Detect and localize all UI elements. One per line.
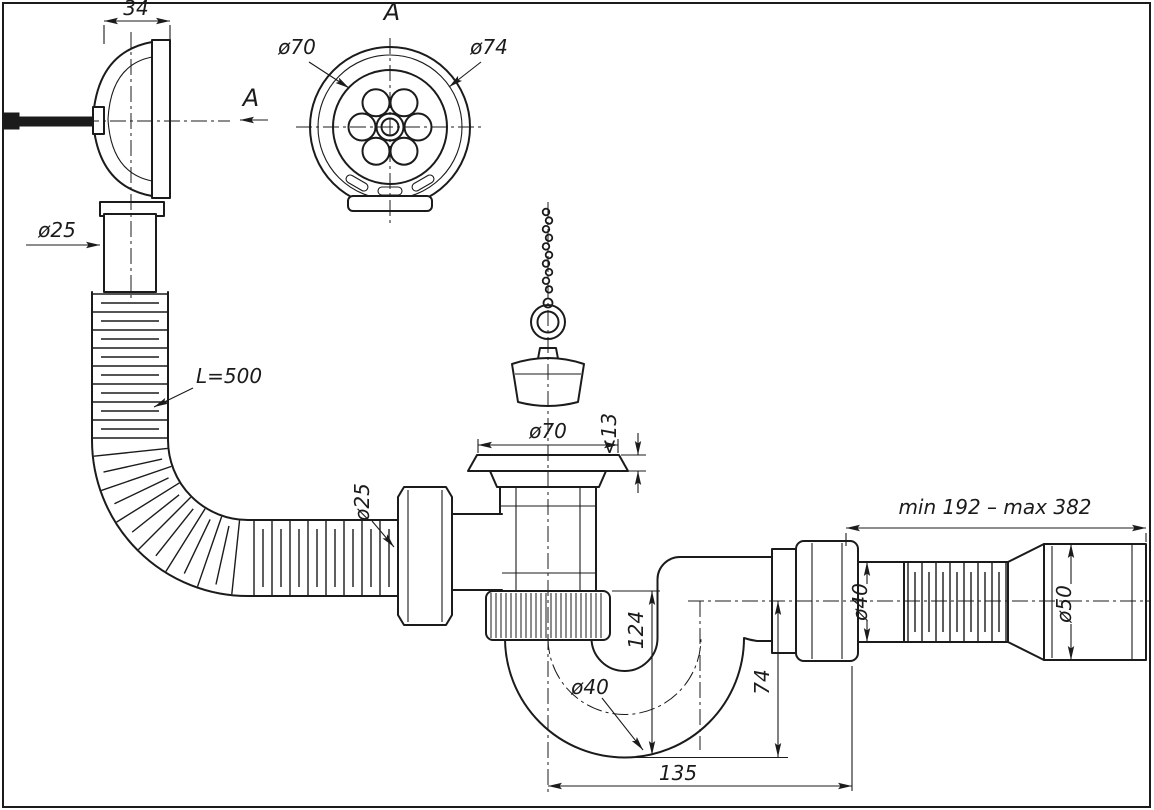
dim-outlet-drop-label: 74 bbox=[750, 669, 774, 694]
dim-flange-thickness bbox=[621, 433, 646, 493]
dim-trap-offset-label: 135 bbox=[659, 761, 697, 785]
dim-grate-inner-label: ø70 bbox=[277, 35, 316, 59]
hose-bend-ribs bbox=[93, 447, 241, 595]
centerlines bbox=[2, 32, 1150, 793]
dim-outlet-range-label: min 192 – max 382 bbox=[898, 495, 1091, 519]
view-title-label: A bbox=[382, 0, 400, 26]
dim-grate-outer-leader bbox=[448, 61, 482, 88]
dim-drain-flange bbox=[477, 439, 619, 453]
drain-waste-body bbox=[397, 454, 859, 759]
hose-outline bbox=[91, 291, 399, 597]
dim-trap-pipe-leader bbox=[601, 697, 644, 751]
overflow-outlet-pipe bbox=[103, 213, 157, 293]
hose-length-leader bbox=[153, 387, 194, 408]
outlet-cone bbox=[1007, 543, 1045, 661]
dim-outlet-drop bbox=[626, 601, 788, 759]
flexible-outlet bbox=[857, 543, 1147, 661]
outlet-corrugation-ribs bbox=[907, 563, 1007, 641]
dim-trap-offset bbox=[548, 666, 853, 791]
dim-trap-depth bbox=[612, 590, 660, 755]
dim-grate-inner-leader bbox=[308, 61, 350, 89]
dim-trap-pipe-label: ø40 bbox=[570, 675, 609, 699]
dim-drain-flange-label: ø70 bbox=[528, 419, 567, 443]
dim-outlet-range bbox=[845, 524, 1147, 546]
outlet-end-piece bbox=[1043, 543, 1147, 661]
dim-grate-outer-label: ø74 bbox=[469, 35, 508, 59]
dim-hose-nut-label: ø25 bbox=[350, 483, 374, 522]
dim-outlet-pipe-label: ø40 bbox=[848, 583, 872, 622]
view-arrow-label: A bbox=[241, 84, 259, 112]
hose-length-label: L=500 bbox=[196, 364, 262, 388]
knurled-nut-ribs bbox=[490, 593, 602, 638]
dim-overflow-pipe-label: ø25 bbox=[37, 218, 76, 242]
overflow-face-plate bbox=[151, 39, 171, 199]
hose-union-nut bbox=[397, 486, 453, 626]
dim-cap-depth-label: 34 bbox=[123, 0, 148, 20]
dim-outlet-end-label: ø50 bbox=[1052, 585, 1076, 624]
hose-vertical-ribs bbox=[92, 293, 168, 439]
overflow-elbow bbox=[3, 39, 171, 293]
side-inlet bbox=[451, 513, 503, 591]
hose-horizontal-ribs bbox=[253, 520, 390, 596]
dim-flange-thickness-label: <13 bbox=[597, 413, 621, 455]
dim-trap-depth-label: 124 bbox=[624, 611, 648, 649]
dim-hose-nut-leader bbox=[371, 520, 395, 548]
plug-body bbox=[511, 357, 585, 407]
overflow-hose bbox=[91, 291, 399, 597]
dim-cap-depth bbox=[103, 17, 171, 46]
u-trap-tube bbox=[504, 556, 777, 759]
